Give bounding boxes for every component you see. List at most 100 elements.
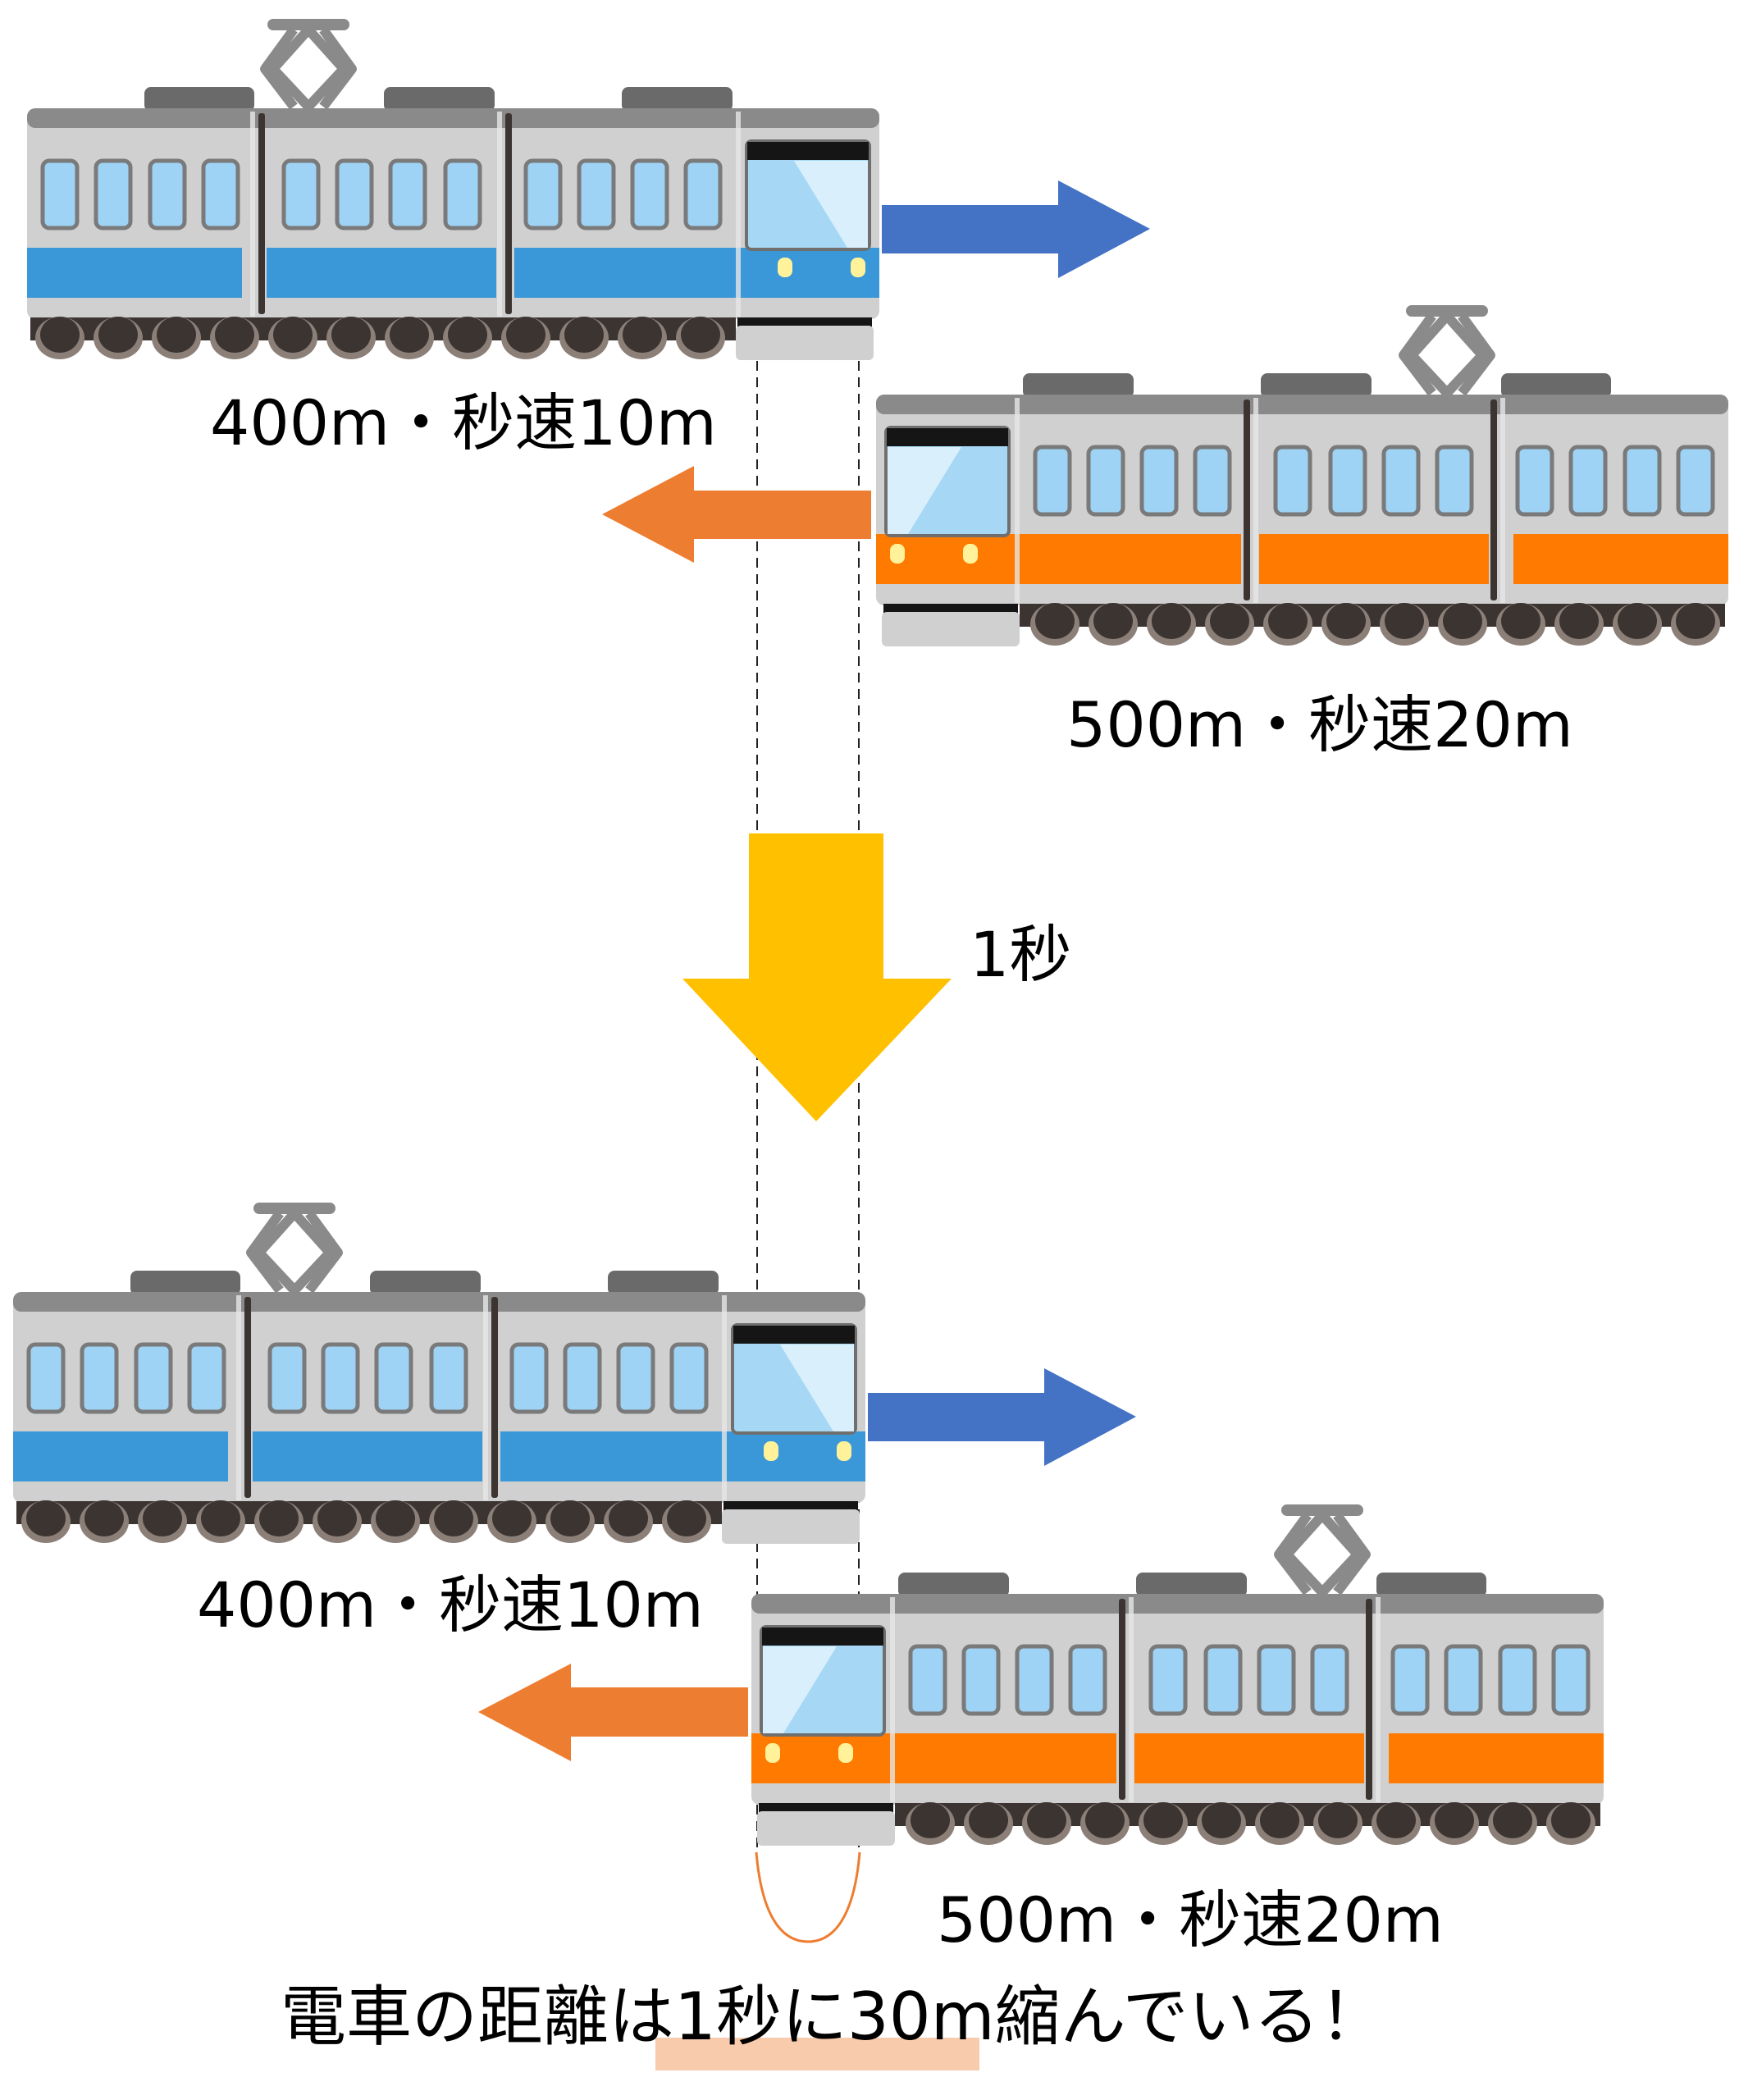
wheel-hub <box>623 317 662 353</box>
cab-window-glare <box>794 161 868 248</box>
coupler-strip <box>723 1501 858 1511</box>
wheel-hub <box>681 317 720 353</box>
window <box>1273 445 1312 517</box>
roof-unit <box>1023 373 1134 398</box>
pantograph-frame <box>1282 1510 1362 1597</box>
car-seam <box>250 112 255 317</box>
wheel-hub <box>26 1500 66 1536</box>
pantograph-frame <box>268 25 349 112</box>
wheel-hub <box>376 1500 415 1536</box>
window <box>94 158 133 231</box>
window <box>335 158 374 231</box>
car-divider <box>1490 399 1497 600</box>
color-stripe <box>1134 1733 1364 1783</box>
cab-window-glare <box>888 447 961 534</box>
color-stripe <box>751 1733 1116 1783</box>
car-seam <box>1500 398 1505 603</box>
window <box>1033 445 1072 517</box>
window <box>443 158 482 231</box>
roof-unit <box>144 87 254 112</box>
window <box>1515 445 1554 517</box>
window <box>134 1342 173 1414</box>
wheel-hub <box>564 317 604 353</box>
car-seam <box>736 112 741 317</box>
color-stripe <box>253 1431 482 1481</box>
wheel-hub <box>1093 603 1133 639</box>
window <box>321 1342 360 1414</box>
left-arrow-icon <box>478 1664 748 1761</box>
pantograph <box>1274 1504 1371 1597</box>
summary-text: 電車の距離は1秒に30m縮んでいる！ <box>281 1979 1385 2055</box>
train-a-label-before: 400m・秒速10m <box>210 386 717 459</box>
roof-unit <box>1501 373 1611 398</box>
wheel-hub <box>84 1500 124 1536</box>
down-arrow-icon <box>682 833 952 1121</box>
color-stripe <box>500 1431 865 1481</box>
car-seam <box>1015 398 1020 603</box>
right-arrow-icon <box>868 1368 1136 1466</box>
orange-train-before <box>876 305 1728 646</box>
car-seam <box>236 1295 241 1500</box>
wheel-hub <box>969 1802 1008 1838</box>
wheel-hub <box>609 1500 648 1536</box>
wheel-hub <box>1618 603 1657 639</box>
wheel-hub <box>1326 603 1366 639</box>
color-stripe <box>13 1431 228 1481</box>
roof-unit <box>1261 373 1372 398</box>
color-stripe <box>1259 534 1489 584</box>
destination-board <box>762 1628 883 1646</box>
pantograph-arms <box>1274 1512 1371 1596</box>
car-seam <box>1129 1597 1134 1802</box>
color-stripe <box>876 534 1241 584</box>
blue-train-after <box>13 1203 865 1544</box>
window <box>1257 1644 1296 1716</box>
window <box>374 1342 413 1414</box>
right-arrow-icon <box>882 180 1150 278</box>
coupler-strip <box>883 604 1018 614</box>
gap-curve <box>755 1851 861 1943</box>
window <box>577 158 616 231</box>
window <box>1390 1644 1430 1716</box>
roof-unit <box>1136 1573 1247 1597</box>
wheel-hub <box>1035 603 1075 639</box>
front-skirt <box>736 326 874 360</box>
car-seam <box>1376 1597 1381 1802</box>
cab-window-glare <box>780 1344 854 1431</box>
car-divider <box>1366 1599 1372 1800</box>
destination-board <box>747 142 869 160</box>
wheel-hub <box>317 1500 357 1536</box>
headlight <box>963 544 978 564</box>
front-skirt <box>722 1509 860 1544</box>
car-divider <box>1244 399 1250 600</box>
color-stripe <box>514 248 879 298</box>
window <box>148 158 187 231</box>
headlight <box>778 258 792 277</box>
window <box>563 1342 602 1414</box>
window <box>1086 445 1125 517</box>
wheel-hub <box>1493 1802 1532 1838</box>
train-a-label-after: 400m・秒速10m <box>197 1568 704 1641</box>
wheel-hub <box>1143 1802 1183 1838</box>
window <box>1381 445 1421 517</box>
window <box>1139 445 1179 517</box>
wheel-hub <box>1085 1802 1125 1838</box>
pantograph <box>246 1203 343 1295</box>
roof-unit <box>622 87 733 112</box>
window <box>281 158 321 231</box>
window <box>509 1342 549 1414</box>
time-step-label: 1秒 <box>970 918 1071 991</box>
window <box>40 158 80 231</box>
color-stripe <box>27 248 242 298</box>
headlight <box>764 1441 778 1461</box>
wheel-hub <box>434 1500 473 1536</box>
pantograph-frame <box>1407 311 1487 398</box>
wheel-hub <box>1435 1802 1474 1838</box>
wheel-hub <box>1676 603 1715 639</box>
cab-window-glare <box>763 1646 837 1733</box>
train-b-label-after: 500m・秒速20m <box>937 1883 1444 1956</box>
roof-unit <box>370 1271 481 1295</box>
window <box>961 1644 1001 1716</box>
car-seam <box>497 112 502 317</box>
wheel-hub <box>215 317 254 353</box>
